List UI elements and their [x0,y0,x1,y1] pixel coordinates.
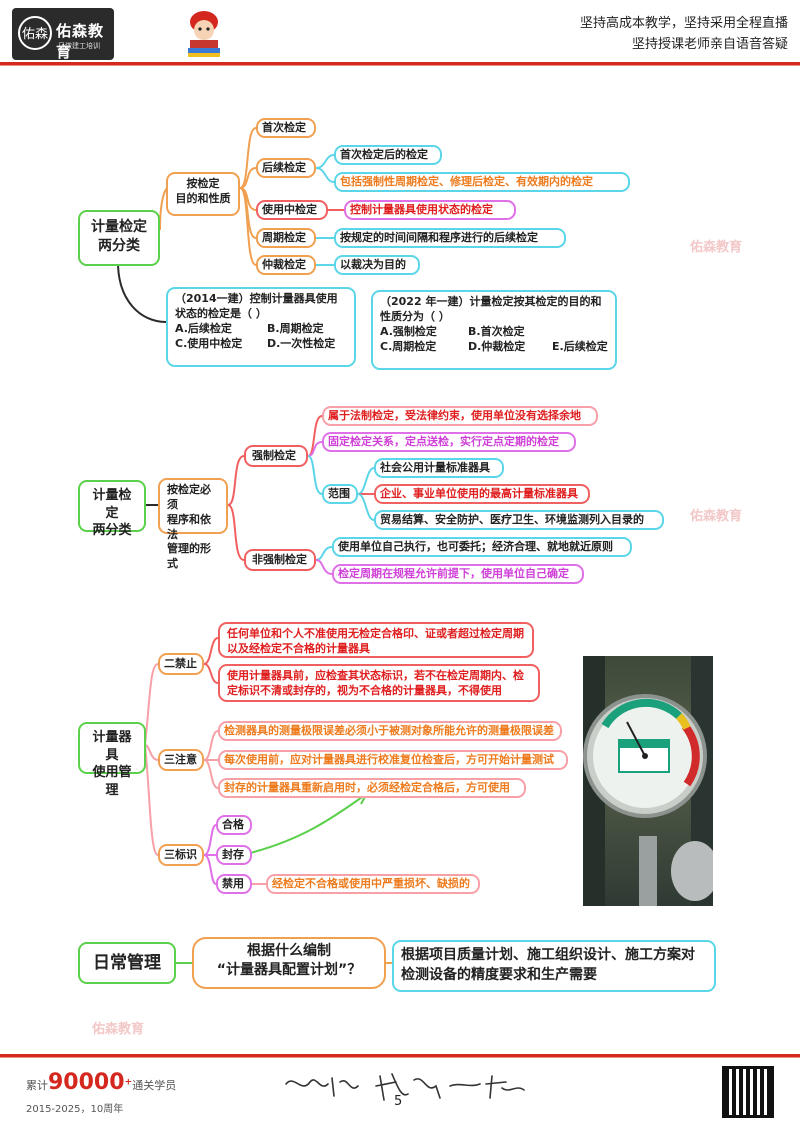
scope-item-3: 贸易结算、安全防护、医疗卫生、环境监测列入目录的 [374,510,664,530]
config-plan-answer: 根据项目质量计划、施工组织设计、施工方案对检测设备的精度要求和生产需要 [392,940,716,992]
item-periodic-verification: 周期检定 [256,228,316,248]
watermark: 佑森教育 [690,509,743,524]
footer-divider [0,1054,800,1057]
scope-label: 范围 [322,484,358,504]
scope-item-1: 社会公用计量标准器具 [374,458,504,478]
logo-seal: 佑森 [18,16,52,50]
student-count-suffix: 通关学员 [132,1079,177,1092]
mark-disabled-note: 经检定不合格或使用中严重损坏、缺损的 [266,874,480,894]
nonforced-note-1: 使用单位自己执行，也可委托；经济合理、就地就近原则 [332,537,632,557]
scope-item-2: 企业、事业单位使用的最高计量标准器具 [374,484,590,504]
item-arbitration-verification: 仲裁检定 [256,255,316,275]
option-e: E.后续检定 [552,339,608,353]
question-options-row: C.使用中检定 D.一次性检定 [175,337,347,352]
three-attentions: 三注意 [158,749,204,771]
slogan-line-2: 坚持授课老师亲自语音答疑 [631,37,788,52]
nonforced-note-2: 检定周期在规程允许前提下，使用单位自己确定 [332,564,584,584]
note-in-use: 控制计量器具使用状态的检定 [344,200,516,220]
header-divider-thin [0,65,800,66]
nonforced-verification: 非强制检定 [244,549,316,571]
section1-branch: 按检定 目的和性质 [166,172,240,216]
student-count-plus: + [124,1076,133,1088]
slogan-line-1: 坚持高成本教学，坚持采用全程直播 [579,16,788,31]
option-d: D.仲裁检定 [468,339,526,353]
note-arbitration: 以裁决为目的 [334,255,420,275]
two-prohibitions: 二禁止 [158,653,204,675]
student-count-prefix: 累计 [26,1079,48,1092]
watermark: 佑森教育 [92,1022,145,1037]
question-options-row: C.周期检定 D.仲裁检定 E.后续检定 [380,340,608,355]
attention-3: 封存的计量器具重新启用时，必须经检定合格后，方可使用 [218,778,526,798]
question-options-row: A.强制检定 B.首次检定 [380,325,608,340]
section4-root: 日常管理 [78,942,176,984]
mascot-icon [188,11,220,57]
page-number: 5 [394,1094,403,1109]
option-a: A.后续检定 [175,321,232,335]
note-subsequent-2: 包括强制性周期检定、修理后检定、有效期内的检定 [334,172,630,192]
option-c: C.使用中检定 [175,336,243,350]
item-first-verification: 首次检定 [256,118,316,138]
footer-divider-thin [0,1057,800,1058]
question-stem: （2014一建）控制计量器具使用状态的检定是（ ） [175,292,338,320]
forced-verification: 强制检定 [244,445,308,467]
student-count-number: 90000 [48,1070,125,1095]
mark-sealed: 封存 [216,845,252,865]
student-count: 累计90000+通关学员 [26,1070,176,1095]
exam-question-2022: （2022 年一建）计量检定按其检定的目的和性质分为（ ） A.强制检定 B.首次… [371,290,617,370]
prohibition-1: 任何单位和个人不准使用无检定合格印、证或者超过检定周期以及经检定不合格的计量器具 [218,622,534,658]
handwritten-motto-signature [285,1073,525,1101]
exam-question-2014: （2014一建）控制计量器具使用状态的检定是（ ） A.后续检定 B.周期检定 C… [166,287,356,367]
config-plan-question: 根据什么编制 “计量器具配置计划”？ [192,937,386,989]
forced-note-1: 属于法制检定，受法律约束，使用单位没有选择余地 [322,406,598,426]
pressure-gauge-photo [583,656,713,906]
logo-name: 佑森教育 [56,22,105,61]
section2-branch: 按检定必须 程序和依法 管理的形式 [158,478,228,570]
three-marks: 三标识 [158,844,204,866]
option-a: A.强制检定 [380,324,437,338]
question-options-row: A.后续检定 B.周期检定 [175,322,347,337]
option-d: D.一次性检定 [267,336,336,350]
watermark: 佑森教育 [690,240,743,255]
item-subsequent-verification: 后续检定 [256,158,316,178]
header-divider [0,62,800,65]
mark-qualified: 合格 [216,815,252,835]
section2-root: 计量检定 两分类 [78,480,146,538]
option-c: C.周期检定 [380,339,437,353]
question-stem: （2022 年一建）计量检定按其检定的目的和性质分为（ ） [380,295,602,323]
attention-2: 每次使用前，应对计量器具进行校准复位检查后，方可开始计量测试 [218,750,568,770]
note-subsequent-1: 首次检定后的检定 [334,145,442,165]
section3-root: 计量器具 使用管理 [78,722,146,798]
option-b: B.首次检定 [468,324,525,338]
brand-logo: 佑森 佑森教育 只做建工培训 [12,8,114,61]
pressure-gauge-illustration [583,656,713,906]
item-in-use-verification: 使用中检定 [256,200,328,220]
mark-disabled: 禁用 [216,874,252,894]
anniversary: 2015-2025，10周年 [26,1104,124,1115]
logo-subtitle: 只做建工培训 [58,42,100,50]
option-b: B.周期检定 [267,321,324,335]
note-periodic: 按规定的时间间隔和程序进行的后续检定 [334,228,566,248]
qr-code [722,1066,774,1118]
forced-note-2: 固定检定关系，定点送检，实行定点定期的检定 [322,432,576,452]
attention-1: 检测器具的测量极限误差必须小于被测对象所能允许的测量极限误差 [218,721,562,741]
section1-root: 计量检定 两分类 [78,210,160,266]
prohibition-2: 使用计量器具前，应检查其状态标识，若不在检定周期内、检定标识不清或封存的，视为不… [218,664,540,702]
